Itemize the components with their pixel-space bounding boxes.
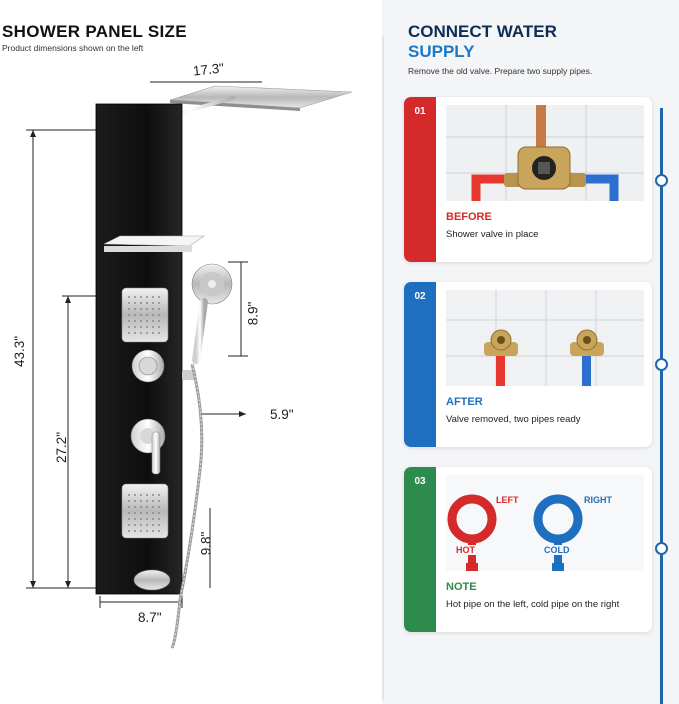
section-subtitle: Remove the old valve. Prepare two supply… [408,66,593,76]
timeline-line [660,108,663,704]
right-label: RIGHT [584,495,612,505]
dim-lower-height: 27.2" [54,431,70,464]
pipes-photo [446,290,644,386]
step-card-after: 02 AFTER Valve removed, two pipes ready [404,282,652,447]
connect-water-supply-section: CONNECT WATER SUPPLY Remove the old valv… [384,0,679,704]
step-label: AFTER [446,396,483,408]
step-card-before: 01 BEFORE Shower valve in place [404,97,652,262]
dim-head-width: 17.3" [192,60,225,79]
dim-handheld-height: 8.9" [245,301,261,326]
shower-panel-illustration [26,81,353,649]
section-subtitle: Product dimensions shown on the left [2,43,144,53]
step-label: NOTE [446,581,477,593]
step-band [404,282,436,447]
step-number: 01 [414,106,426,117]
hot-cold-diagram: LEFT RIGHT HOT COLD [446,475,644,571]
dim-depth: 5.9" [270,407,294,422]
section-divider [382,36,384,700]
timeline-dot-2 [655,358,668,371]
step-desc: Valve removed, two pipes ready [446,414,581,425]
step-band [404,97,436,262]
step-label: BEFORE [446,211,492,223]
step-card-note: 03 LEFT RIGHT HOT COLD NOTE Hot pipe on … [404,467,652,632]
left-label: LEFT [496,495,519,505]
shower-panel-size-section: SHOWER PANEL SIZE Product dimensions sho… [0,0,382,704]
valve-photo [446,105,644,201]
timeline-dot-1 [655,174,668,187]
dim-panel-width: 8.7" [138,610,162,625]
title-line-1: CONNECT WATER [408,22,557,41]
dim-spout-height: 9.8" [198,531,214,556]
step-desc: Shower valve in place [446,229,539,240]
step-number: 02 [414,291,426,302]
step-number: 03 [414,476,426,487]
section-title: SHOWER PANEL SIZE [2,22,187,41]
section-title: CONNECT WATER SUPPLY [408,22,628,62]
cold-label: COLD [542,545,572,555]
step-desc: Hot pipe on the left, cold pipe on the r… [446,599,620,610]
hot-label: HOT [454,545,477,555]
dimension-lines [26,81,262,608]
dim-total-height: 43.3" [12,335,28,368]
timeline-dot-3 [655,542,668,555]
step-band [404,467,436,632]
title-line-2: SUPPLY [408,42,475,61]
